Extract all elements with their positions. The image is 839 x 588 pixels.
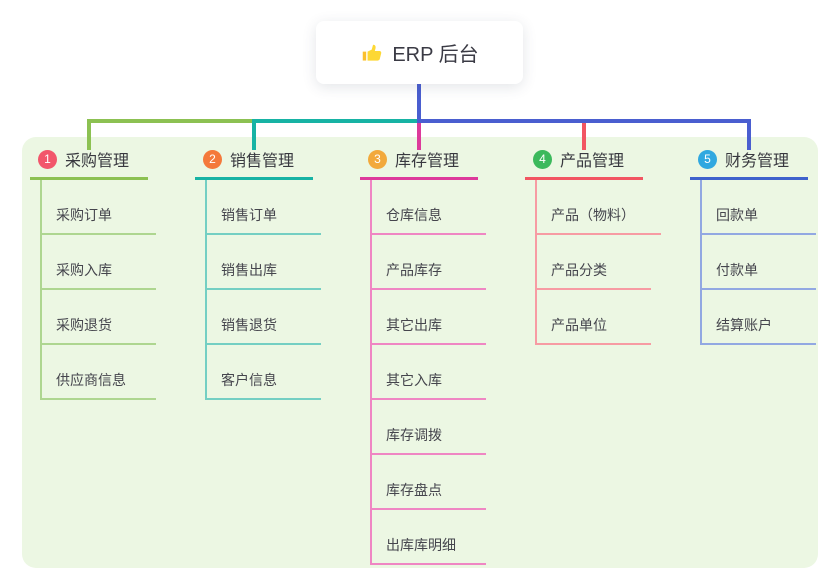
branch-label: 库存管理 — [395, 153, 460, 170]
branch-title[interactable]: 1 采购管理 — [30, 147, 148, 180]
branch-title[interactable]: 2 销售管理 — [195, 147, 313, 180]
child-node[interactable]: 产品单位 — [537, 290, 651, 345]
branch-children: 产品（物料）产品分类产品单位 — [535, 180, 661, 345]
branches-panel — [22, 137, 818, 568]
child-node[interactable]: 客户信息 — [207, 345, 321, 400]
connector-hsegment-1 — [87, 119, 254, 123]
child-node[interactable]: 其它入库 — [372, 345, 486, 400]
thumbs-up-icon — [360, 42, 382, 64]
child-node[interactable]: 出库库明细 — [372, 510, 486, 565]
branch-children: 回款单付款单结算账户 — [700, 180, 816, 345]
child-node[interactable]: 供应商信息 — [42, 345, 156, 400]
branch-4: 4 产品管理 产品（物料）产品分类产品单位 — [525, 147, 661, 345]
child-node[interactable]: 仓库信息 — [372, 180, 486, 235]
branch-children: 销售订单销售出库销售退货客户信息 — [205, 180, 321, 400]
child-node[interactable]: 销售订单 — [207, 180, 321, 235]
branch-label: 财务管理 — [725, 153, 790, 170]
branch-title[interactable]: 5 财务管理 — [690, 147, 808, 180]
connector-hsegment-3 — [417, 119, 751, 123]
connector-root-stem — [417, 84, 421, 121]
branch-label: 采购管理 — [65, 153, 130, 170]
root-node[interactable]: ERP 后台 — [316, 21, 523, 84]
branch-2: 2 销售管理 销售订单销售出库销售退货客户信息 — [195, 147, 321, 400]
connector-drop-2 — [252, 119, 256, 150]
branch-1: 1 采购管理 采购订单采购入库采购退货供应商信息 — [30, 147, 156, 400]
connector-drop-3 — [417, 123, 421, 150]
branch-children: 采购订单采购入库采购退货供应商信息 — [40, 180, 156, 400]
branch-5: 5 财务管理 回款单付款单结算账户 — [690, 147, 816, 345]
child-node[interactable]: 销售退货 — [207, 290, 321, 345]
child-node[interactable]: 采购订单 — [42, 180, 156, 235]
branch-3: 3 库存管理 仓库信息产品库存其它出库其它入库库存调拨库存盘点出库库明细 — [360, 147, 486, 565]
root-label: ERP 后台 — [392, 44, 479, 66]
child-node[interactable]: 结算账户 — [702, 290, 816, 345]
connector-hsegment-2 — [252, 119, 419, 123]
child-node[interactable]: 库存调拨 — [372, 400, 486, 455]
branch-label: 产品管理 — [560, 153, 625, 170]
branch-title[interactable]: 4 产品管理 — [525, 147, 643, 180]
branch-children: 仓库信息产品库存其它出库其它入库库存调拨库存盘点出库库明细 — [370, 180, 486, 565]
branch-number-badge: 3 — [368, 149, 387, 169]
child-node[interactable]: 采购入库 — [42, 235, 156, 290]
connector-drop-1 — [87, 119, 91, 150]
connector-drop-5 — [747, 119, 751, 150]
child-node[interactable]: 回款单 — [702, 180, 816, 235]
branch-number-badge: 1 — [38, 149, 57, 169]
child-node[interactable]: 销售出库 — [207, 235, 321, 290]
branch-number-badge: 4 — [533, 149, 552, 169]
branch-label: 销售管理 — [230, 153, 295, 170]
child-node[interactable]: 产品（物料） — [537, 180, 661, 235]
child-node[interactable]: 其它出库 — [372, 290, 486, 345]
child-node[interactable]: 库存盘点 — [372, 455, 486, 510]
child-node[interactable]: 产品分类 — [537, 235, 651, 290]
branch-number-badge: 5 — [698, 149, 717, 169]
child-node[interactable]: 产品库存 — [372, 235, 486, 290]
branch-title[interactable]: 3 库存管理 — [360, 147, 478, 180]
connector-drop-4 — [582, 123, 586, 150]
branch-number-badge: 2 — [203, 149, 222, 169]
child-node[interactable]: 付款单 — [702, 235, 816, 290]
child-node[interactable]: 采购退货 — [42, 290, 156, 345]
